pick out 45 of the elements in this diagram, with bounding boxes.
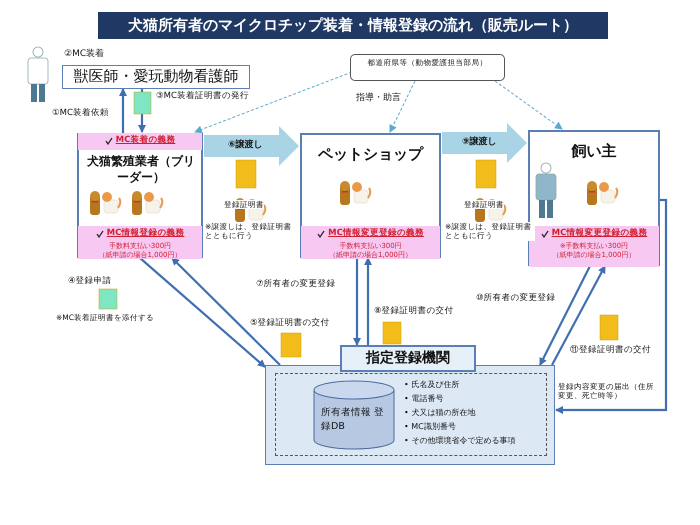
arrow	[539, 266, 591, 366]
edge-label: ⑩所有者の変更登録	[476, 293, 556, 304]
agency-heading: 指定登録機関	[340, 345, 476, 372]
obligation-title: MC情報登録の義務	[106, 228, 184, 238]
transfer-arrow	[204, 126, 299, 166]
pet-shop-name: ペットショップ	[317, 145, 425, 164]
breeder-box	[77, 133, 203, 258]
breeder-name: 犬猫繁殖業者（ブリーダー）	[86, 153, 196, 185]
edge-label: ④登録申請	[68, 276, 112, 287]
veterinarian-box: 獣医師・愛玩動物看護師	[62, 65, 250, 89]
guidance-label: 指導・助言	[356, 93, 401, 104]
edge-label: ①MC装着依頼	[52, 108, 109, 119]
arrow	[139, 257, 266, 368]
arrow	[171, 257, 281, 366]
arrow	[494, 80, 563, 130]
edge-label: ⑨譲渡し	[462, 137, 497, 148]
obligation-title: MC情報変更登録の義務	[328, 228, 424, 238]
edge-label: ③MC装着証明書の発行	[156, 91, 249, 102]
arrow	[194, 72, 352, 134]
bullet-item: • 犬又は猫の所在地	[404, 407, 476, 419]
arrow	[119, 88, 127, 133]
arrow	[555, 198, 668, 414]
arrow	[364, 257, 372, 345]
owner-name: 飼い主	[570, 142, 618, 161]
pet-shop-box	[300, 133, 441, 258]
edge-label: ⑤登録証明書の交付	[250, 318, 330, 329]
bullet-item: • MC識別番号	[404, 421, 457, 433]
edge-label: ⑦所有者の変更登録	[256, 279, 336, 290]
edge-label: ⑧登録証明書の交付	[374, 306, 454, 317]
bullet-item: • 電話番号	[404, 393, 444, 405]
transfer-arrow	[442, 123, 527, 163]
obligation-title: MC装着の義務	[116, 135, 176, 146]
arrow	[353, 258, 361, 346]
registered-items-box	[275, 373, 547, 456]
edge-label: ⑥譲渡し	[228, 140, 263, 152]
edge-label: ⑪登録証明書の交付	[570, 345, 651, 356]
step-label: ②MC装着	[64, 49, 104, 60]
arrow	[390, 80, 416, 133]
arrow	[138, 89, 146, 133]
arrow	[551, 265, 606, 366]
bullet-item: • 氏名及び住所	[404, 379, 460, 391]
bullet-item: • その他環境省令で定める事項	[404, 435, 516, 447]
title-banner: 犬猫所有者のマイクロチップ装着・情報登録の流れ（販売ルート）	[98, 12, 608, 39]
obligation-title: MC情報変更登録の義務	[552, 228, 648, 238]
database-cylinder: 所有者情報 登録DB	[313, 380, 395, 450]
